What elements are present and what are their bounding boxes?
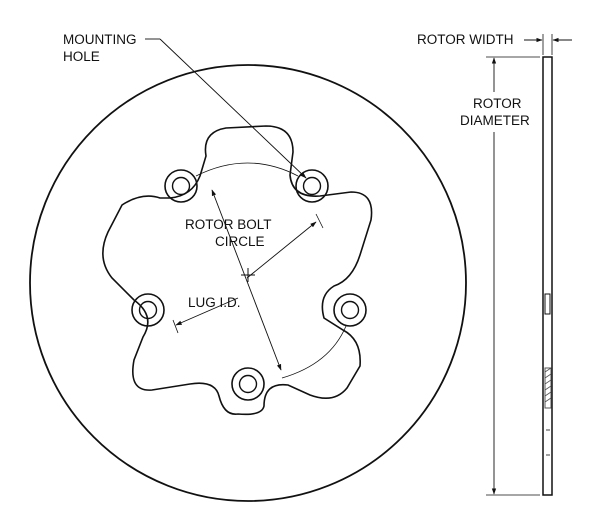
side-hub-mark-upper <box>544 293 551 315</box>
mounting-hole-1 <box>164 169 198 203</box>
rotor-width-dimension: ROTOR WIDTH <box>417 32 572 55</box>
rotor-side-profile <box>542 56 553 496</box>
bolt-circle-extension <box>315 213 324 229</box>
bolt-circle-arc-upper <box>195 162 299 177</box>
mounting-hole-leader <box>159 38 307 179</box>
mounting-hole-4 <box>333 293 367 327</box>
mounting-hole-callout: MOUNTING HOLE <box>63 32 307 179</box>
lug-id-dimension-line <box>211 189 282 371</box>
lug-id-label: LUG I.D. <box>188 295 241 310</box>
mounting-hole-2 <box>295 169 329 203</box>
rotor-side-view <box>542 56 553 496</box>
lug-id-leader <box>175 297 239 326</box>
rotor-width-label: ROTOR WIDTH <box>417 32 514 47</box>
rotor-outer-edge <box>29 64 467 502</box>
mounting-hole-label-line2: HOLE <box>63 49 100 64</box>
lug-id-tick <box>172 319 179 334</box>
center-lug-cutout <box>102 125 373 416</box>
rotor-diameter-label-line2: DIAMETER <box>460 113 530 128</box>
rotor-diameter-label-line1: ROTOR <box>473 96 522 111</box>
mounting-hole-5 <box>231 367 265 401</box>
mounting-hole-3 <box>131 293 165 327</box>
bolt-circle-label-line1: ROTOR BOLT <box>185 217 272 232</box>
side-hatch <box>544 367 552 403</box>
bolt-circle-arc-lower <box>281 325 347 379</box>
rotor-front-view <box>29 64 467 502</box>
bolt-circle-label-line2: CIRCLE <box>215 234 265 249</box>
mounting-hole-label-line1: MOUNTING <box>63 32 137 47</box>
rotor-diameter-dimension: ROTOR DIAMETER <box>460 56 540 496</box>
